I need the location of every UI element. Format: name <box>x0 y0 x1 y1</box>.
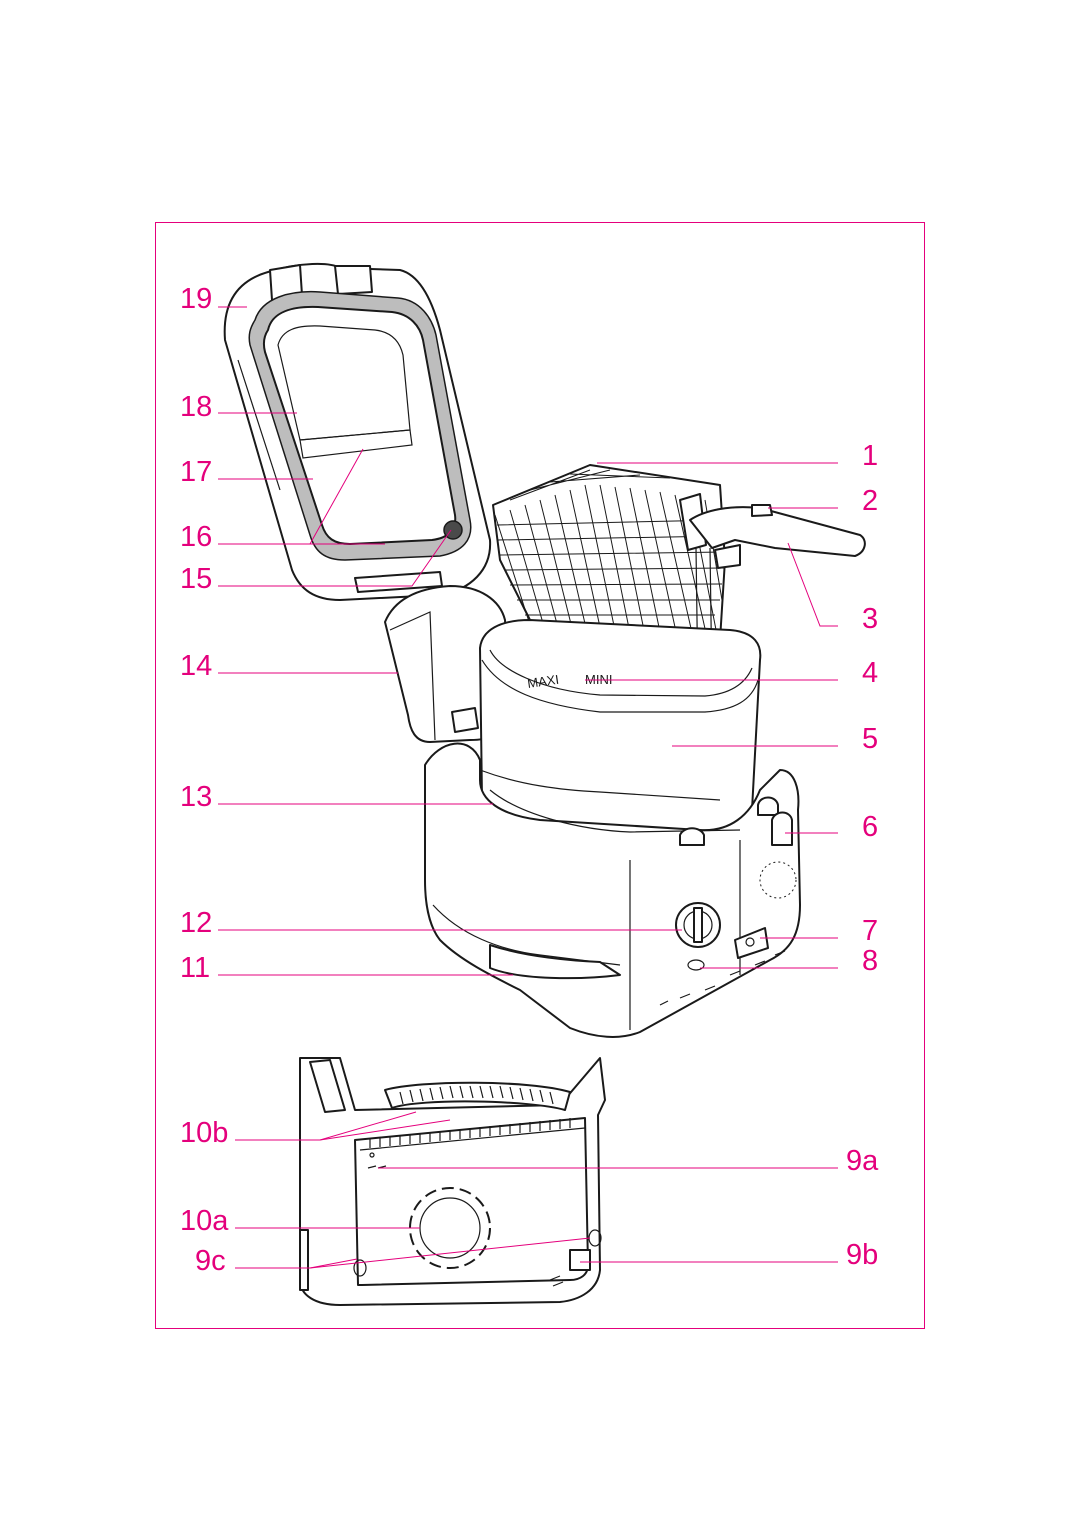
label-4: 4 <box>862 657 878 689</box>
label-13: 13 <box>180 781 212 813</box>
callout-labels: 19 18 17 16 15 14 13 12 11 10b 10a 9c 1 … <box>180 283 879 1277</box>
label-5: 5 <box>862 723 878 755</box>
fryer-housing <box>424 742 801 1038</box>
label-3: 3 <box>862 603 878 635</box>
label-7: 7 <box>862 915 878 947</box>
label-11: 11 <box>180 952 210 984</box>
label-1: 1 <box>862 440 878 472</box>
lid <box>223 262 492 601</box>
rear-view <box>299 1057 606 1306</box>
label-9b: 9b <box>846 1239 878 1271</box>
label-19: 19 <box>180 283 212 315</box>
frying-basket <box>492 464 866 697</box>
label-9a: 9a <box>846 1145 879 1177</box>
label-10b: 10b <box>180 1117 228 1149</box>
label-16: 16 <box>180 521 212 553</box>
oil-bowl: MAXI MINI <box>479 619 762 841</box>
label-18: 18 <box>180 391 212 423</box>
label-9c: 9c <box>195 1245 226 1277</box>
leader-lines <box>218 306 838 1269</box>
label-14: 14 <box>180 650 212 682</box>
label-12: 12 <box>180 907 212 939</box>
label-10a: 10a <box>180 1205 229 1237</box>
filter-cover <box>384 585 511 743</box>
diagram-frame <box>155 222 925 1329</box>
label-17: 17 <box>180 456 212 488</box>
maxi-mark: MAXI <box>526 672 560 691</box>
label-8: 8 <box>862 945 878 977</box>
label-6: 6 <box>862 811 878 843</box>
label-15: 15 <box>180 563 212 595</box>
label-2: 2 <box>862 485 878 517</box>
